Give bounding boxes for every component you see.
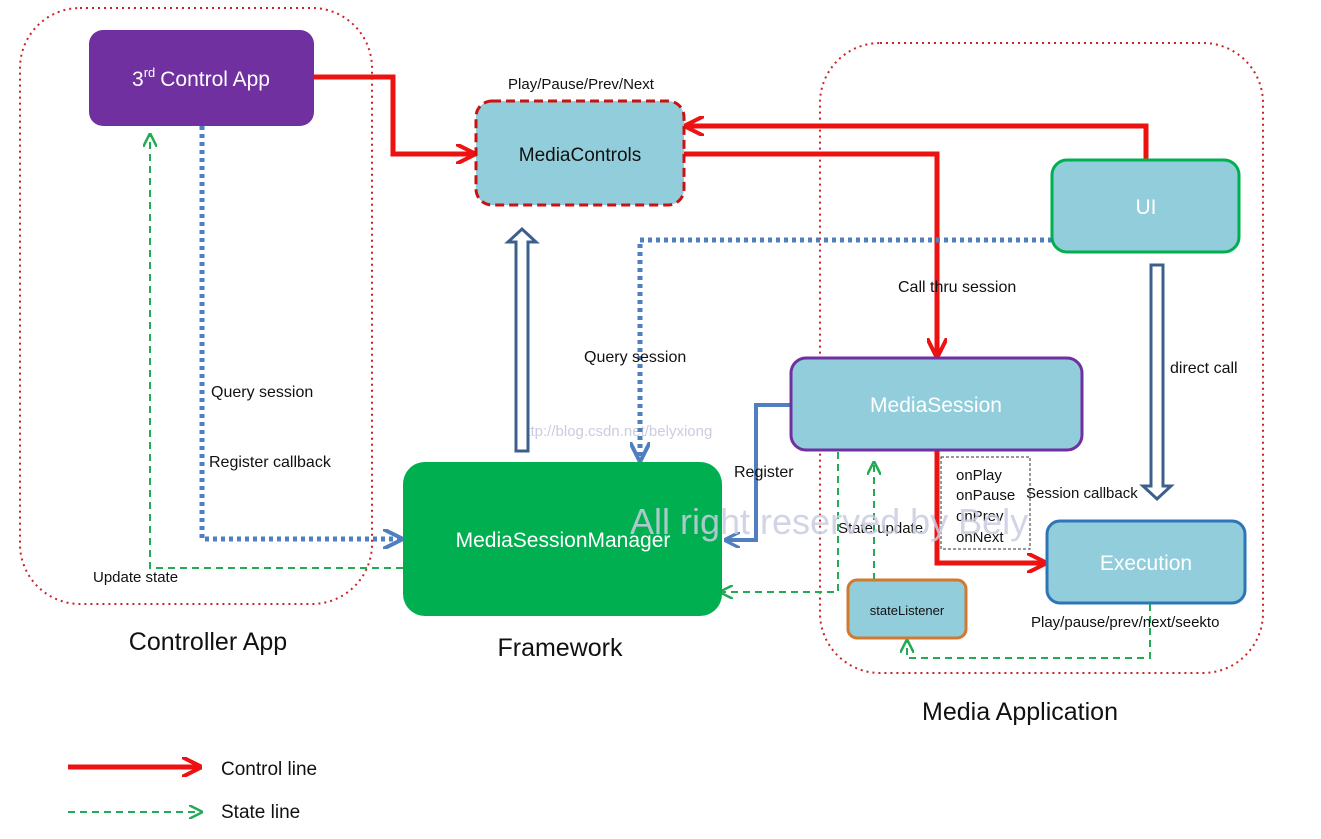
callback-onnext: onNext [956, 529, 1004, 546]
register-line-session-to-manager [727, 403, 791, 540]
media-session-manager-label: MediaSessionManager [456, 529, 671, 552]
label-update-state: Update state [93, 569, 178, 586]
label-seekto: Play/pause/prev/next/seekto [1031, 614, 1219, 631]
control-line-mediasession-to-execution [934, 450, 1043, 563]
state-line-execution-to-listener [907, 604, 1151, 659]
state-line-manager-to-app [150, 136, 403, 569]
state-listener-label: stateListener [870, 603, 945, 618]
controller-app-title: Controller App [129, 628, 287, 656]
control-app-rest: Control App [160, 68, 270, 91]
control-line-mediacontrols-to-mediasession [684, 151, 937, 354]
control-app-sup: rd [144, 65, 156, 80]
control-app-prefix: 3 [132, 68, 144, 91]
callback-onplay: onPlay [956, 467, 1002, 484]
label-play-pause-prev-next: Play/Pause/Prev/Next [508, 76, 655, 93]
label-query-session-framework: Query session [584, 349, 686, 366]
query-line-ui-to-manager [640, 237, 1052, 458]
label-register: Register [734, 464, 794, 481]
control-app-node[interactable]: 3rd Control App [89, 30, 314, 126]
media-controls-node[interactable]: MediaControls [474, 99, 686, 207]
media-application-title: Media Application [922, 698, 1118, 726]
controller-app-group [19, 7, 373, 605]
control-line-ui-to-mediacontrols [688, 126, 1149, 160]
hollow-arrow-manager-to-mediacontrols [504, 226, 540, 453]
watermark-text: All right reserved by Bely [630, 501, 1028, 542]
watermark-url: http://blog.csdn.net/belyxiong [518, 423, 712, 440]
execution-node[interactable]: Execution [1045, 519, 1247, 605]
state-listener-node[interactable]: stateListener [846, 578, 968, 640]
callback-onpause: onPause [956, 487, 1015, 504]
media-session-manager-node[interactable]: MediaSessionManager [403, 462, 722, 616]
query-line-app-to-manager [199, 126, 399, 539]
media-session-label: MediaSession [870, 394, 1002, 417]
media-session-node[interactable]: MediaSession [789, 356, 1084, 452]
ui-node[interactable]: UI [1050, 158, 1241, 254]
label-session-callback: Session callback [1026, 485, 1138, 502]
ui-label: UI [1136, 196, 1157, 219]
hollow-arrow-ui-to-execution [1139, 263, 1175, 502]
label-direct-call: direct call [1170, 360, 1238, 377]
media-controls-label: MediaControls [519, 145, 642, 166]
legend-state-line-label: State line [221, 802, 300, 823]
callback-onprev: onPrev [956, 508, 1004, 525]
label-query-session-controller: Query session [211, 384, 313, 401]
callback-list-box [940, 456, 1031, 550]
legend-control-line-label: Control line [221, 759, 317, 780]
label-call-thru-session: Call thru session [898, 279, 1016, 296]
state-line-session-to-manager [722, 452, 839, 592]
execution-label: Execution [1100, 552, 1192, 575]
label-state-update: State update [838, 520, 923, 537]
label-register-callback: Register callback [209, 454, 332, 471]
framework-title: Framework [497, 634, 623, 662]
control-line-app-to-mediacontrols [314, 74, 472, 154]
